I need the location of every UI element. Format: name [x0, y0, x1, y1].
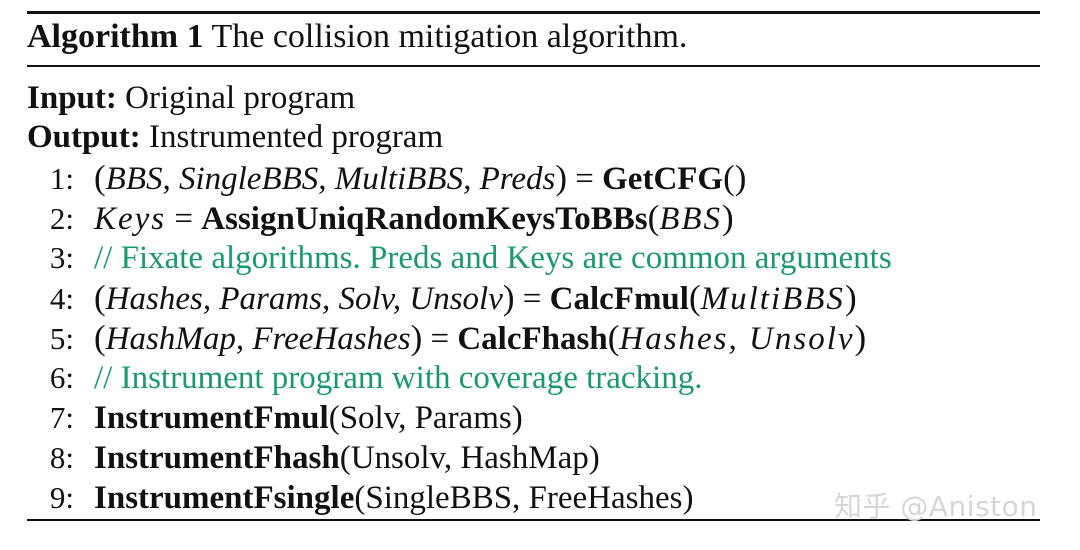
function-args: MultiBBS	[700, 281, 845, 317]
function-name: AssignUniqRandomKeysToBBs	[201, 201, 648, 237]
line-number: 9:	[49, 480, 74, 515]
step-4: 4:(Hashes, Params, Solv, Unsolv) = CalcF…	[27, 278, 857, 319]
step-lhs: HashMap, FreeHashes	[105, 321, 411, 357]
line-number: 5:	[49, 321, 74, 356]
output-line: Output: Instrumented program	[27, 117, 443, 157]
step-3: 3: // Fixate algorithms. Preds and Keys a…	[27, 238, 892, 278]
line-number: 2:	[49, 201, 74, 236]
equals: =	[514, 281, 550, 317]
function-args: Hashes, Unsolv	[619, 321, 855, 357]
watermark: 知乎 @Aniston	[834, 490, 1038, 523]
comment-text: // Instrument program with coverage trac…	[94, 360, 703, 396]
function-args: SingleBBS, FreeHashes	[365, 480, 683, 516]
bottom-rule	[27, 519, 1040, 521]
line-number: 8:	[49, 440, 74, 475]
function-name: InstrumentFmul	[94, 400, 329, 436]
step-2: 2:Keys = AssignUniqRandomKeysToBBs(BBS)	[27, 198, 734, 239]
function-args: BBS	[659, 201, 723, 237]
function-name: CalcFmul	[549, 281, 689, 317]
top-rule	[27, 11, 1040, 14]
output-value: Instrumented program	[148, 119, 444, 155]
line-number: 1:	[49, 161, 74, 196]
step-lhs: Hashes, Params, Solv, Unsolv	[105, 281, 503, 317]
step-6: 6: // Instrument program with coverage tr…	[27, 358, 703, 398]
function-name: GetCFG	[602, 161, 724, 197]
step-5: 5:(HashMap, FreeHashes) = CalcFhash(Hash…	[27, 318, 866, 359]
equals: =	[567, 161, 603, 197]
equals: =	[166, 201, 202, 237]
line-number: 4:	[49, 281, 74, 316]
step-7: 7:InstrumentFmul(Solv, Params)	[27, 398, 523, 438]
input-line: Input: Original program	[27, 78, 355, 118]
function-name: InstrumentFhash	[94, 440, 340, 476]
step-9: 9:InstrumentFsingle(SingleBBS, FreeHashe…	[27, 478, 694, 518]
algorithm-caption: Algorithm 1 The collision mitigation alg…	[27, 17, 687, 57]
function-args: Solv, Params	[339, 400, 512, 436]
function-name: InstrumentFsingle	[94, 480, 355, 516]
output-label: Output:	[27, 119, 141, 155]
equals: =	[422, 321, 458, 357]
line-number: 6:	[49, 360, 74, 395]
line-number: 7:	[49, 400, 74, 435]
algorithm-label: Algorithm 1	[27, 18, 204, 55]
function-args: Unsolv, HashMap	[350, 440, 589, 476]
line-number: 3:	[49, 240, 74, 275]
step-lhs: Keys	[94, 201, 167, 237]
input-value: Original program	[125, 80, 356, 116]
caption-rule	[27, 65, 1040, 67]
function-name: CalcFhash	[457, 321, 608, 357]
step-8: 8:InstrumentFhash(Unsolv, HashMap)	[27, 438, 600, 478]
step-1: 1:(BBS, SingleBBS, MultiBBS, Preds) = Ge…	[27, 158, 747, 199]
comment-text: // Fixate algorithms. Preds and Keys are…	[94, 240, 892, 276]
algorithm-title: The collision mitigation algorithm.	[211, 18, 688, 55]
input-label: Input:	[27, 80, 117, 116]
step-lhs: BBS, SingleBBS, MultiBBS, Preds	[105, 161, 556, 197]
